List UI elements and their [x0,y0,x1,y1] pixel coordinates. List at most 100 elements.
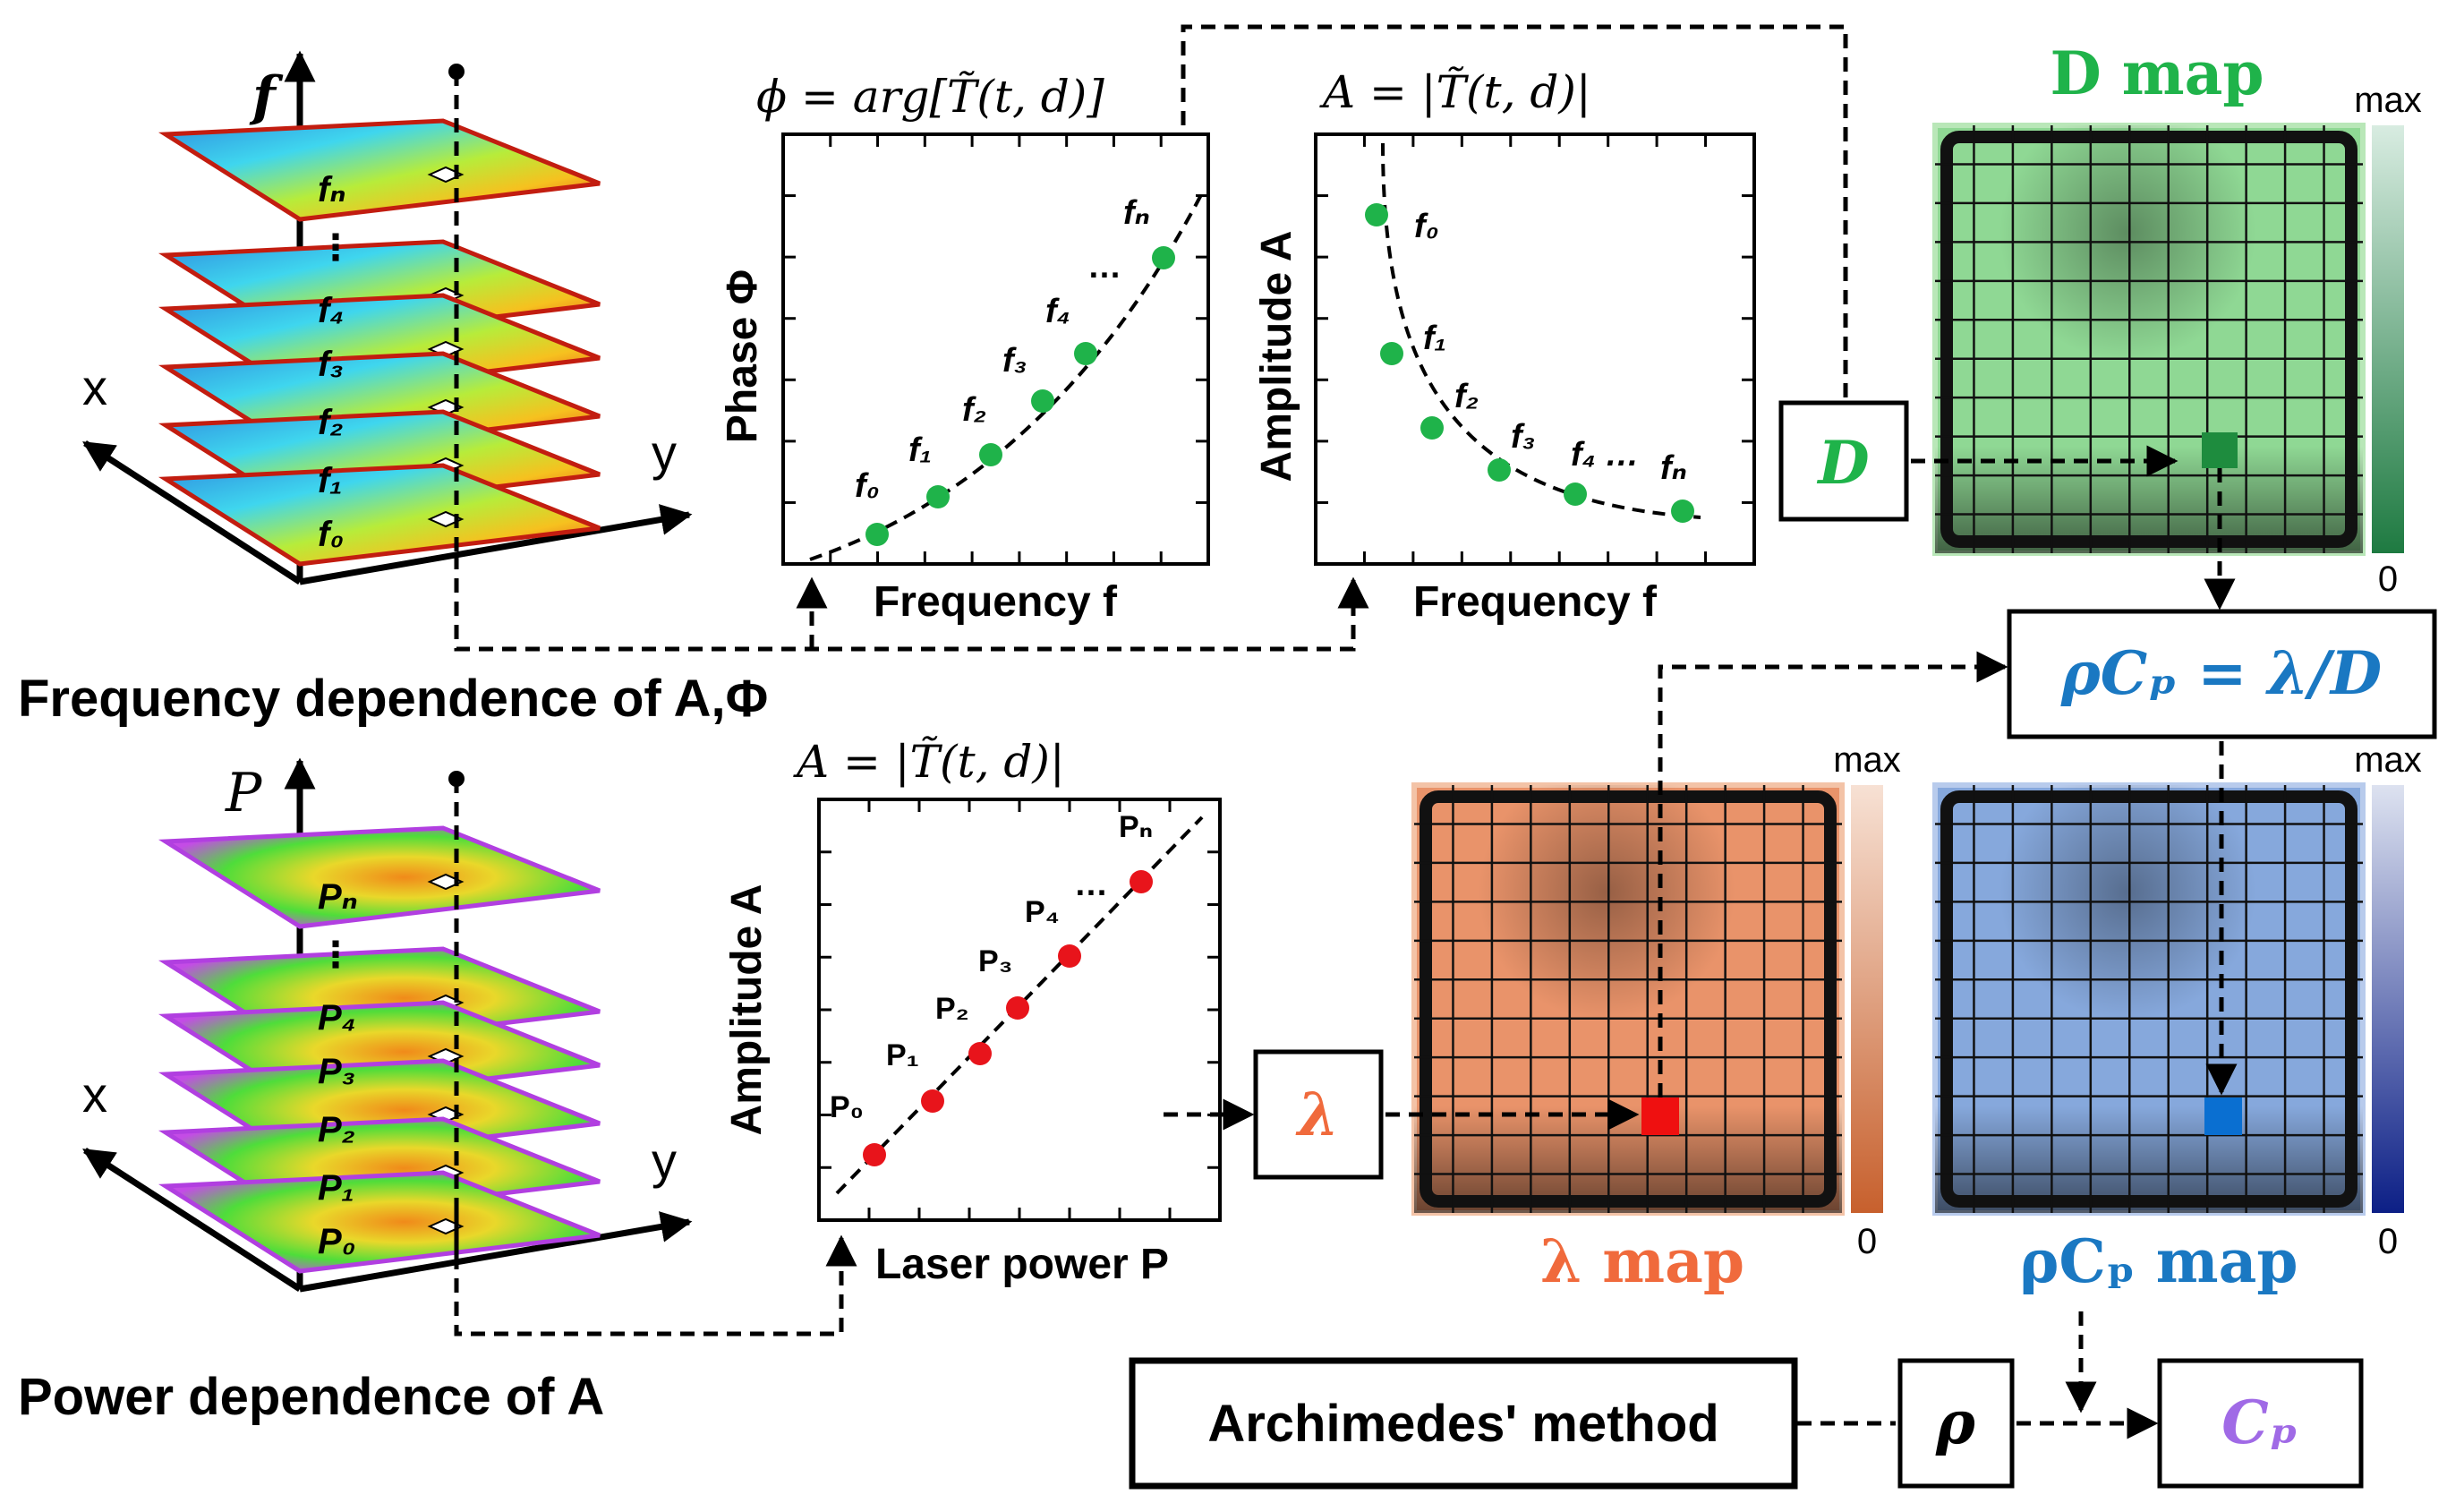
amp-freq-formula: A = |T̃(t, d)| [1319,65,1591,118]
d-colorbar-max: max [2354,81,2422,120]
amp-freq-point [1365,203,1388,226]
lambda-map-to-equation-arrow [1658,651,2008,1097]
f-axis-label: f [249,65,284,128]
freq-slice-label: f₀ [318,515,344,554]
freq-stack-to-plots-arrow [454,555,1369,652]
archimedes-box [1129,1357,1798,1490]
equation-box-label: ρCₚ = λ/D [2060,638,2382,708]
phase-point [1031,389,1054,413]
lambda-map-selected-pixel [1641,1097,1679,1135]
d-map-selected-pixel [2202,432,2238,468]
lambda-colorbar [1851,785,1883,1213]
power-slice-label: Pₙ [318,877,358,917]
lambda-box [1253,1049,1384,1180]
phase-point-label: f₄ [1045,293,1070,330]
power-slice-pixel-marker [427,1217,465,1235]
phase-plot-ticks [783,134,1208,564]
rhocp-map-title: ρCₚ map [2019,1226,2298,1296]
amp-power-point-label: P₀ [830,1090,864,1124]
connector-arrows [454,24,2238,1439]
phase-point-label: f₂ [962,391,986,429]
frequency-dependence-title: Frequency dependence of A,Φ [18,670,768,728]
phase-formula: ϕ = arg[T̃(t, d)] [756,70,1104,123]
amp-freq-point [1420,416,1444,440]
phase-point [1074,342,1097,365]
freq-slice [158,463,601,567]
amp-power-point [921,1089,944,1113]
freq-x-axis [82,440,302,585]
amp-power-point [863,1143,886,1166]
rhocp-colorbar-max: max [2354,740,2422,780]
amp-freq-point-label: f₄ … [1571,436,1639,474]
freq-slice-label: fₙ [318,170,346,209]
power-slice-pixel-marker [427,873,465,891]
phase-ellipsis-label: … [1087,248,1121,286]
d-box [1778,400,1909,522]
phase-point [926,485,950,508]
archimedes-box-label: Archimedes' method [1207,1395,1718,1453]
power-slice-label: P₄ [318,998,356,1038]
lambda-colorbar-min: 0 [1857,1222,1877,1261]
power-slice [158,1170,601,1274]
phase-point-label: f₃ [1002,342,1027,380]
rho-box [1897,1358,2015,1489]
amp-freq-ylabel: Amplitude A [1253,231,1300,482]
cp-box [2157,1358,2364,1489]
phase-point-label: f₁ [908,431,932,469]
power-probe-point [448,771,465,787]
amp-freq-point-label: fₙ [1660,449,1687,487]
freq-y-axis [299,504,693,585]
power-slice-label: ⋮ [318,935,354,975]
freq-slice-label: f₄ [318,291,344,330]
amp-freq-point [1380,342,1403,365]
amp-freq-point [1671,500,1694,523]
d-map-title: D map [2050,38,2264,108]
freq-slice-label: f₃ [318,345,344,384]
freq-slice-label: f₁ [318,461,342,500]
d-colorbar-min: 0 [2378,559,2398,599]
power-y-axis [299,1211,693,1293]
plots-to-d-box-line [1181,24,1848,398]
amp-power-ellipsis-label: … [1074,866,1108,903]
phase-plot-frame [781,132,1210,566]
rhocp-map-selected-pixel [2204,1097,2242,1135]
freq-slice [158,118,601,222]
amp-freq-point-label: f₁ [1423,320,1446,357]
y-axis-label-freq: y [652,424,677,481]
phase-point-label: fₙ [1123,194,1150,232]
d-colorbar [2372,125,2404,553]
y-axis-label-power: y [652,1132,677,1189]
phase-ylabel: Phase Φ [719,269,766,443]
power-x-axis [82,1148,302,1292]
amp-power-point [1058,944,1081,968]
power-dependence-title: Power dependence of A [18,1368,604,1426]
rhocp-colorbar [2372,785,2404,1213]
amp-power-point-label: P₂ [935,992,969,1026]
rho-box-label: ρ [1935,1388,1976,1457]
d-map-grid [1935,125,2363,553]
freq-slice-pixel-marker [427,166,465,184]
power-slice [158,825,601,929]
amp-freq-point-label: f₂ [1454,378,1479,415]
freq-slice-label: ⋮ [318,228,354,268]
amp-power-point-label: P₁ [886,1038,919,1072]
amp-power-point-label: P₄ [1025,895,1060,929]
lambda-box-label: λ [1295,1080,1339,1149]
lambda-map-title: λ map [1540,1226,1744,1296]
power-slice-label: P₀ [318,1222,355,1261]
amp-freq-xlabel: Frequency f [1413,578,1658,626]
cp-box-label: Cₚ [2221,1388,2298,1457]
amp-freq-fit-curve [1381,142,1701,519]
amp-power-point [1006,996,1029,1020]
d-box-label: D [1816,428,1869,498]
phase-point-label: f₀ [855,467,880,505]
p-axis-label: P [225,762,263,824]
lambda-colorbar-max: max [1833,740,1901,780]
amp-freq-point-label: f₃ [1511,418,1535,456]
amp-freq-point-label: f₀ [1414,208,1439,245]
amp-power-formula: A = |T̃(t, d)| [793,735,1065,788]
amp-power-ylabel: Amplitude A [723,884,771,1136]
amp-power-xlabel: Laser power P [875,1241,1169,1288]
